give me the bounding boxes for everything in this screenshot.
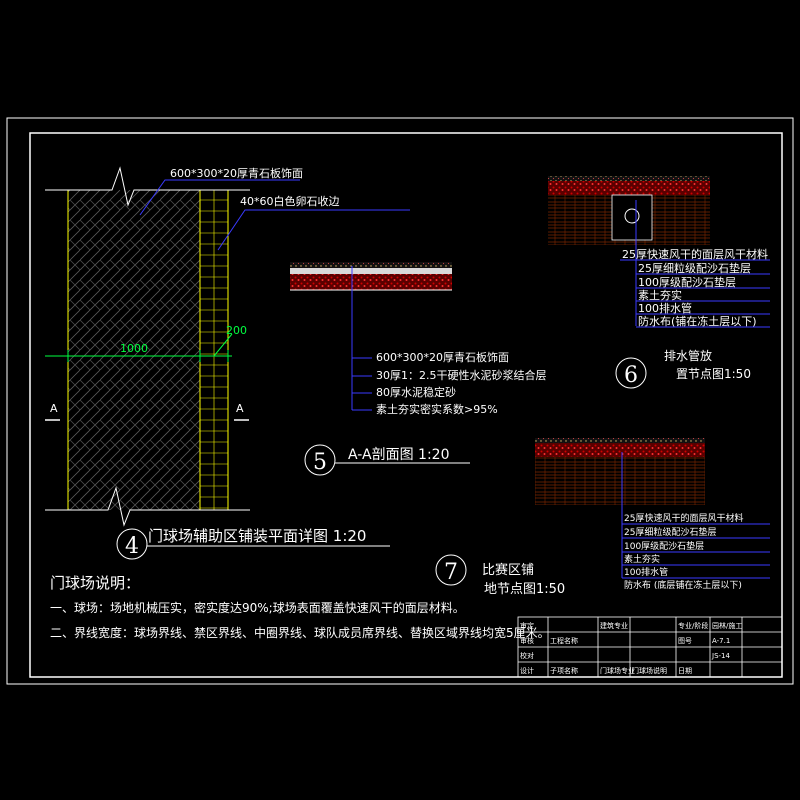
title-block-cell: 门球场专业	[600, 666, 635, 675]
title-block-cell: 门球场说明	[632, 666, 667, 675]
drain-title-1: 排水管放	[664, 348, 712, 363]
drain-layer-6: 防水布(铺在冻土层以下)	[638, 314, 757, 328]
title-block-cell: 专业/阶段	[678, 621, 708, 630]
section-title: A-A剖面图 1:20	[348, 447, 449, 463]
title-block	[517, 616, 783, 678]
notes-line-2: 二、界线宽度：球场界线、禁区界线、中圈界线、球队成员席界线、替换区域界线均宽5厘…	[50, 625, 550, 640]
drain-pipe	[624, 208, 640, 224]
court-detail: 25厚快速风干的面层风干材料 25厚细粒级配沙石垫层 100厚级配沙石垫层 素土…	[435, 438, 770, 597]
notes-heading: 门球场说明：	[50, 574, 140, 592]
notes-line-1: 一、球场：场地机械压实，密实度达90%;球场表面覆盖快速风干的面层材料。	[50, 600, 465, 615]
break-line-top	[45, 166, 250, 207]
section-detail: 600*300*20厚青石板饰面 30厚1：2.5干硬性水泥砂浆结合层 80厚水…	[290, 262, 547, 476]
section-layer-3: 80厚水泥稳定砂	[376, 385, 456, 399]
title-block-cell: 审定	[520, 621, 534, 630]
plan-label-edge: 40*60白色卵石收边	[240, 194, 340, 208]
leader-edge	[217, 209, 410, 251]
court-title-1: 比赛区铺	[482, 562, 534, 578]
drain-layer-5: 100排水管	[638, 301, 692, 315]
drain-layer-1: 25厚快速风干的面层风干材料	[622, 247, 768, 261]
section-mark-right: A	[236, 402, 244, 415]
title-block-cell: 设计	[520, 666, 534, 675]
drain-layer-3: 100厚级配沙石垫层	[638, 275, 736, 289]
section-gravel-layer	[290, 274, 452, 290]
court-layer-5: 100排水管	[624, 566, 668, 578]
callout-circle-6	[615, 357, 647, 389]
court-layer-2: 25厚细粒级配沙石垫层	[624, 526, 716, 538]
plan-detail: 600*300*20厚青石板饰面 40*60白色卵石收边 1000 200 A …	[45, 166, 410, 560]
title-block-cell: 校对	[520, 651, 534, 660]
plan-label-stone: 600*300*20厚青石板饰面	[170, 166, 303, 180]
title-block-cell: 子项名称	[550, 666, 578, 675]
leader-stone	[139, 179, 300, 216]
title-block-cell: 园林/施工	[712, 621, 742, 630]
court-layer-4: 素土夯实	[624, 553, 660, 565]
callout-number-6: 6	[624, 363, 638, 388]
court-layer-3: 100厚级配沙石垫层	[624, 540, 704, 552]
title-block-cell: 工程名称	[550, 636, 578, 645]
drain-layer-4: 素土夯实	[638, 288, 682, 302]
title-block-cell: 日期	[678, 667, 692, 675]
callout-number-5: 5	[313, 450, 327, 475]
herringbone-paving	[68, 190, 200, 510]
callout-number-7: 7	[444, 560, 458, 585]
callout-number-4: 4	[125, 534, 139, 559]
dim-edge-label: 200	[226, 324, 247, 337]
outer-frame	[6, 117, 794, 685]
court-layer-6: 防水布 (底层铺在冻土层以下)	[624, 579, 742, 591]
section-layer-1: 600*300*20厚青石板饰面	[376, 350, 509, 364]
drain-title-2: 置节点图1:50	[676, 367, 751, 381]
court-title-2: 地节点图1:50	[484, 582, 565, 597]
court-layer-1: 25厚快速风干的面层风干材料	[624, 512, 743, 524]
court-soil	[535, 457, 705, 505]
title-block-cell: A-7.1	[712, 637, 730, 645]
dim-width-label: 1000	[120, 342, 148, 355]
notes: 门球场说明： 一、球场：场地机械压实，密实度达90%;球场表面覆盖快速风干的面层…	[50, 574, 550, 640]
plan-title: 门球场辅助区铺装平面详图 1:20	[148, 527, 366, 545]
title-block-cell: JS-14	[711, 652, 730, 660]
title-block-cell: 建筑专业	[600, 621, 628, 630]
drain-trench	[611, 194, 653, 241]
title-block-cell: 图号	[678, 637, 692, 645]
callout-circle-5	[304, 444, 336, 476]
drain-layer-2: 25厚细粒级配沙石垫层	[638, 261, 751, 275]
section-mark-left: A	[50, 402, 58, 415]
callout-circle-7	[435, 554, 467, 586]
section-layer-2: 30厚1：2.5干硬性水泥砂浆结合层	[376, 368, 547, 382]
drain-detail: 25厚快速风干的面层风干材料 25厚细粒级配沙石垫层 100厚级配沙石垫层 素土…	[548, 176, 770, 389]
section-stone-layer	[290, 268, 452, 274]
callout-circle-4	[116, 528, 148, 560]
inner-frame	[29, 132, 783, 678]
section-layer-4: 素土夯实密实系数>95%	[376, 402, 498, 416]
break-line-bottom	[45, 486, 250, 527]
title-block-cell: 审核	[520, 636, 534, 645]
